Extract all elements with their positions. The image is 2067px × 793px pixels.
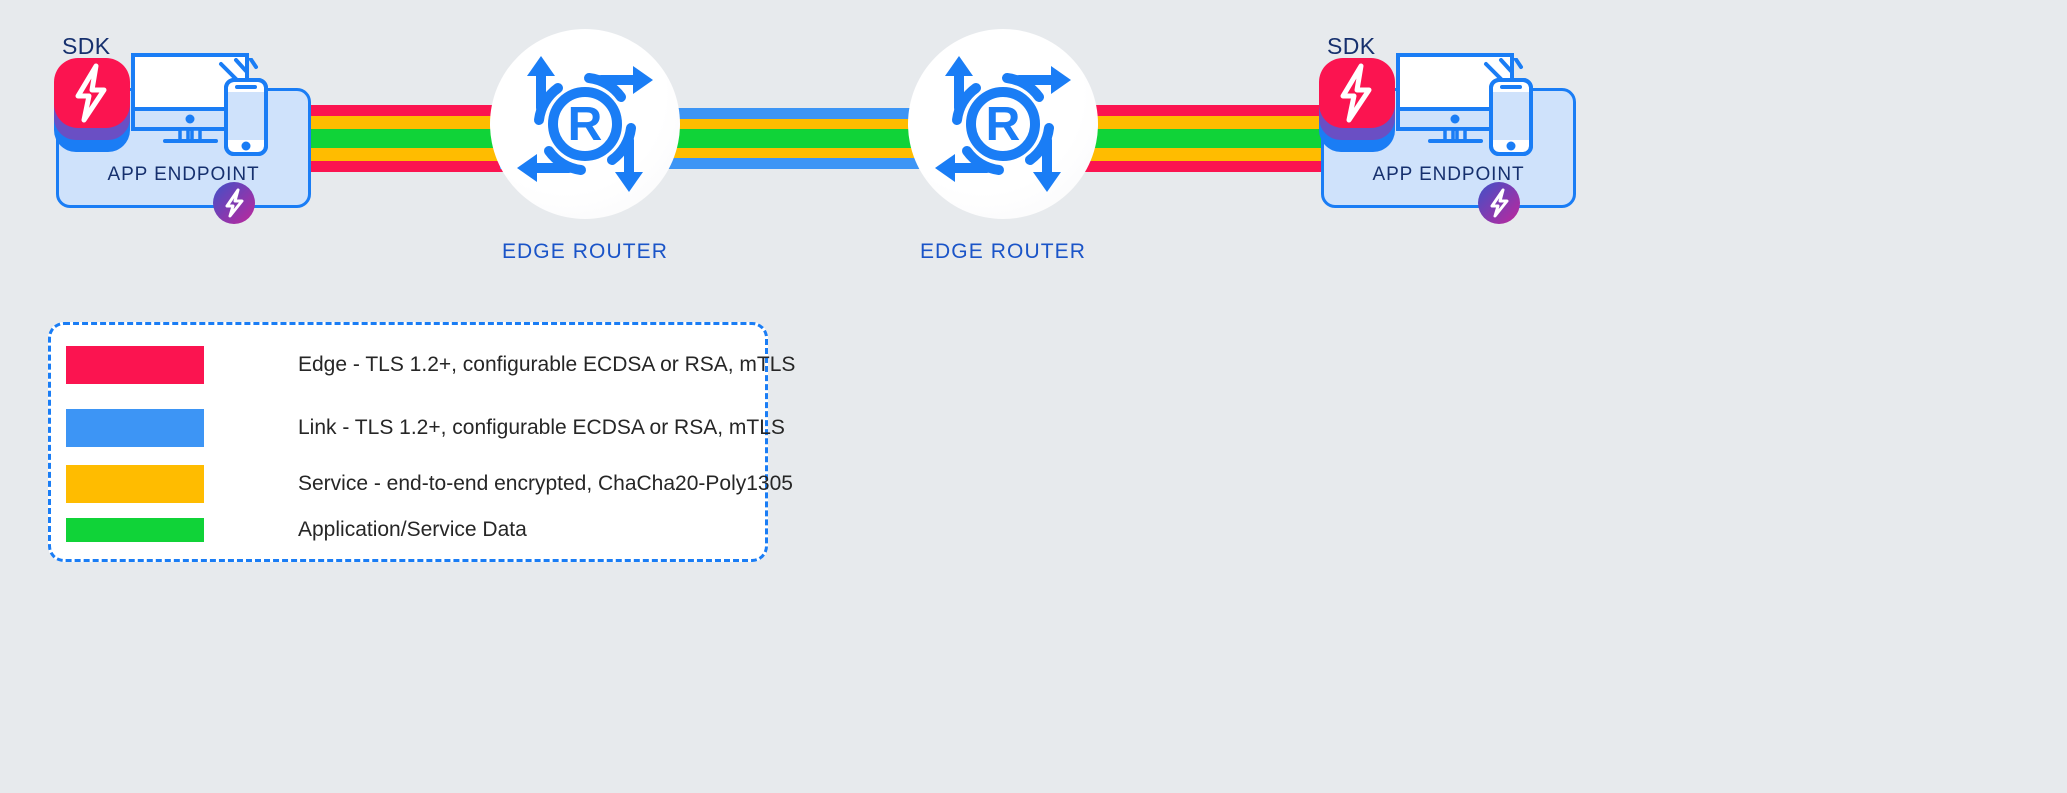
mobile-phone-icon-right bbox=[1484, 58, 1533, 156]
ziti-badge-icon-right[interactable] bbox=[1478, 182, 1520, 224]
router-label-right: EDGE ROUTER bbox=[919, 240, 1087, 263]
stripe-link-bot-middle bbox=[500, 158, 1090, 169]
router-circle-right[interactable] bbox=[908, 29, 1098, 219]
legend-label-edge: Edge - TLS 1.2+, configurable ECDSA or R… bbox=[298, 353, 796, 376]
application-swatch bbox=[66, 518, 204, 542]
stripe-edge-top-right bbox=[1000, 105, 1335, 116]
legend-item-edge: Edge - TLS 1.2+, configurable ECDSA or R… bbox=[66, 346, 795, 384]
router-label-left: EDGE ROUTER bbox=[501, 240, 669, 263]
sdk-label-right: SDK bbox=[1327, 33, 1376, 59]
legend-label-service: Service - end-to-end encrypted, ChaCha20… bbox=[298, 472, 793, 495]
svg-text:R: R bbox=[986, 98, 1021, 151]
router-arrows-icon-right: R bbox=[935, 56, 1071, 192]
stripe-edge-bot-right bbox=[1000, 161, 1335, 172]
endpoint-label-right: APP ENDPOINT bbox=[1372, 164, 1525, 185]
link-swatch bbox=[66, 409, 204, 447]
mobile-phone-icon-left bbox=[219, 58, 268, 156]
service-swatch bbox=[66, 465, 204, 503]
sdk-stack-icon-left[interactable] bbox=[44, 52, 140, 162]
endpoint-label-left: APP ENDPOINT bbox=[107, 164, 260, 185]
legend-label-link: Link - TLS 1.2+, configurable ECDSA or R… bbox=[298, 416, 785, 439]
legend-item-link: Link - TLS 1.2+, configurable ECDSA or R… bbox=[66, 409, 785, 447]
sdk-label-left: SDK bbox=[62, 33, 111, 59]
sdk-stack-icon-right[interactable] bbox=[1309, 52, 1405, 162]
stripe-edge-bot-left bbox=[255, 161, 590, 172]
edge-swatch bbox=[66, 346, 204, 384]
router-arrows-icon-left: R bbox=[517, 56, 653, 192]
svg-text:R: R bbox=[568, 98, 603, 151]
ziti-badge-icon-left[interactable] bbox=[213, 182, 255, 224]
legend-item-application: Application/Service Data bbox=[66, 518, 527, 542]
router-circle-left[interactable] bbox=[490, 29, 680, 219]
stripe-edge-top-left bbox=[255, 105, 590, 116]
lightning-bolt-icon bbox=[1340, 63, 1372, 123]
stripe-link-top-middle bbox=[500, 108, 1090, 119]
lightning-bolt-icon bbox=[75, 63, 107, 123]
legend-label-application: Application/Service Data bbox=[298, 518, 527, 541]
legend-item-service: Service - end-to-end encrypted, ChaCha20… bbox=[66, 465, 793, 503]
